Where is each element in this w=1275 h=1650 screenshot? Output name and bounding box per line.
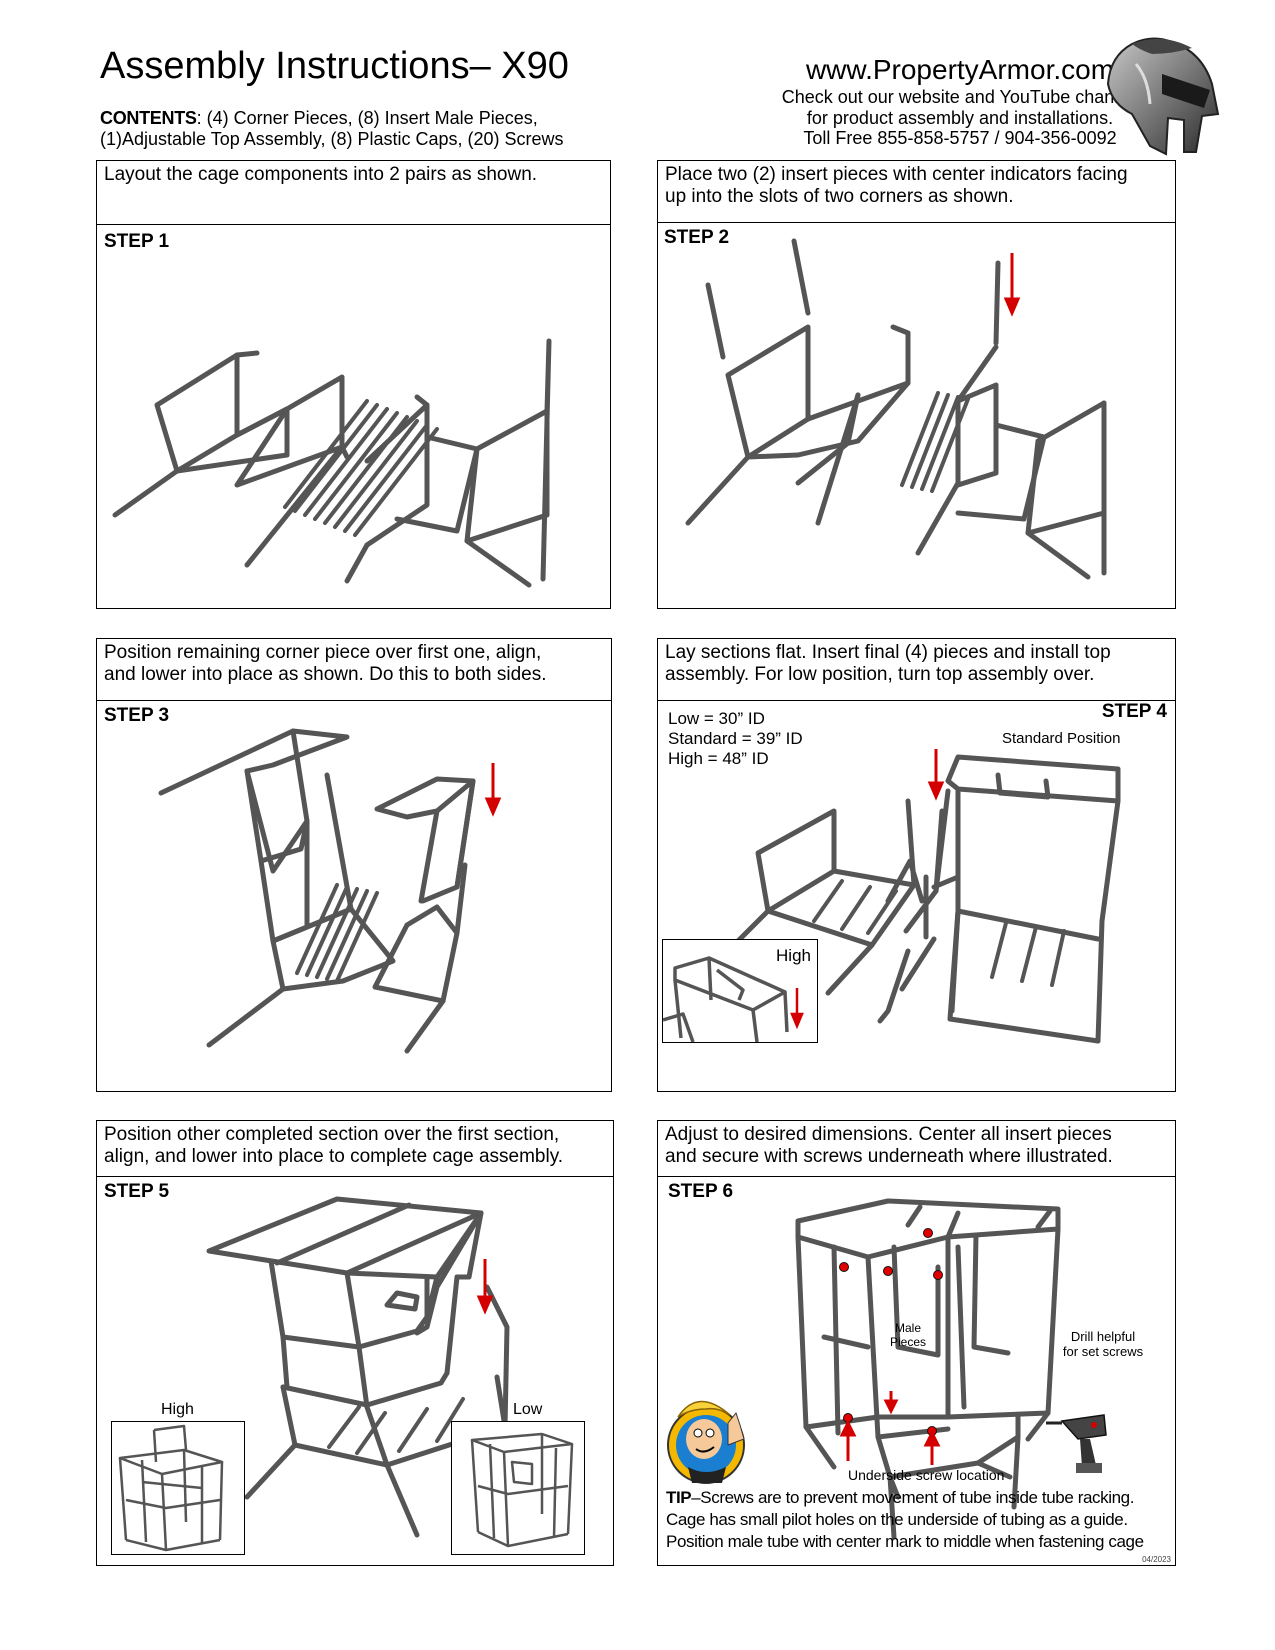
step-5-label: STEP 5 xyxy=(104,1181,170,1202)
step-5-description: Position other completed section over th… xyxy=(97,1121,613,1177)
step-3-line-2: and lower into place as shown. Do this t… xyxy=(104,663,547,685)
tip-text: TIP–Screws are to prevent movement of tu… xyxy=(666,1487,1144,1553)
step-5-line-2: align, and lower into place to complete … xyxy=(104,1145,564,1167)
male-pieces-label: Male Pieces xyxy=(890,1321,926,1349)
step-5-high-label: High xyxy=(161,1401,194,1418)
step-2-panel: Place two (2) insert pieces with center … xyxy=(657,160,1176,609)
helmet-logo-icon xyxy=(1106,37,1220,156)
step-6-description: Adjust to desired dimensions. Center all… xyxy=(658,1121,1175,1177)
contents-line-2: (1)Adjustable Top Assembly, (8) Plastic … xyxy=(100,129,564,149)
step-6-illustration xyxy=(667,1198,1107,1540)
step-5-low-label: Low xyxy=(513,1401,543,1418)
step-6-line-2: and secure with screws underneath where … xyxy=(665,1145,1113,1167)
tip-line-2: Cage has small pilot holes on the unders… xyxy=(666,1510,1128,1529)
step-5-low-inset xyxy=(451,1421,585,1555)
size-options: Low = 30” ID Standard = 39” ID High = 48… xyxy=(668,709,803,769)
mascot-thumbs-up-icon xyxy=(667,1400,745,1484)
high-cage-illustration xyxy=(118,1424,224,1552)
inset-high-label: High xyxy=(776,946,811,965)
standard-position-label: Standard Position xyxy=(1002,730,1121,747)
step-6-line-1: Adjust to desired dimensions. Center all… xyxy=(665,1124,1112,1145)
step-1-label: STEP 1 xyxy=(104,231,170,252)
step-4-high-inset: High xyxy=(662,939,818,1043)
step-5-line-1: Position other completed section over th… xyxy=(104,1124,560,1145)
low-cage-illustration xyxy=(470,1432,574,1548)
male-line-1: Male xyxy=(895,1321,922,1335)
step-4-line-1: Lay sections flat. Insert final (4) piec… xyxy=(665,642,1111,663)
step-2-description: Place two (2) insert pieces with center … xyxy=(658,161,1175,223)
step-5-panel: Position other completed section over th… xyxy=(96,1120,614,1566)
male-line-2: Pieces xyxy=(890,1335,927,1349)
tip-label: TIP xyxy=(666,1488,692,1507)
info-line-1: Check out our website and YouTube channe… xyxy=(781,87,1139,107)
size-low: Low = 30” ID xyxy=(668,709,765,728)
step-1-panel: Layout the cage components into 2 pairs … xyxy=(96,160,611,609)
underside-screw-label: Underside screw location xyxy=(848,1467,1005,1483)
website-link[interactable]: www.PropertyArmor.com xyxy=(805,54,1115,85)
step-3-illustration xyxy=(158,728,502,1054)
info-line-2: for product assembly and installations. xyxy=(806,107,1114,128)
drill-line-2: for set screws xyxy=(1062,1344,1144,1359)
step-2-label: STEP 2 xyxy=(664,227,730,248)
step-6-label: STEP 6 xyxy=(668,1181,734,1202)
high-inset-illustration xyxy=(663,956,804,1042)
step-1-illustration xyxy=(112,338,552,588)
step-2-line-2: up into the slots of two corners as show… xyxy=(665,185,1014,207)
contents-line-1: : (4) Corner Pieces, (8) Insert Male Pie… xyxy=(196,108,538,128)
step-4-panel: Lay sections flat. Insert final (4) piec… xyxy=(657,638,1176,1092)
step-2-line-1: Place two (2) insert pieces with center … xyxy=(665,164,1128,185)
contents-list: CONTENTS: (4) Corner Pieces, (8) Insert … xyxy=(100,108,564,150)
step-4-line-2: assembly. For low position, turn top ass… xyxy=(665,663,1095,685)
contents-label: CONTENTS xyxy=(100,108,197,128)
step-2-illustration xyxy=(685,238,1107,580)
step-3-description: Position remaining corner piece over fir… xyxy=(97,639,611,701)
step-4-illustration xyxy=(715,749,1121,1044)
drill-icon xyxy=(1046,1414,1107,1473)
step-1-description: Layout the cage components into 2 pairs … xyxy=(97,161,610,225)
step-5-high-inset xyxy=(111,1421,245,1555)
contact-info: Check out our website and YouTube channe… xyxy=(700,87,1220,149)
page-title: Assembly Instructions– X90 xyxy=(100,45,569,87)
step-4-description: Lay sections flat. Insert final (4) piec… xyxy=(658,639,1175,701)
step-3-label: STEP 3 xyxy=(104,705,170,726)
drill-line-1: Drill helpful xyxy=(1070,1329,1136,1344)
step-1-line-1: Layout the cage components into 2 pairs … xyxy=(104,164,538,185)
drill-helpful-label: Drill helpful for set screws xyxy=(1038,1329,1168,1359)
tip-line-3: Position male tube with center mark to m… xyxy=(666,1532,1144,1551)
step-4-label: STEP 4 xyxy=(1101,701,1167,722)
revision-date: 04/2023 xyxy=(1142,1555,1171,1564)
tip-line-1: –Screws are to prevent movement of tube … xyxy=(691,1488,1135,1507)
size-high: High = 48” ID xyxy=(668,749,769,768)
step-3-panel: Position remaining corner piece over fir… xyxy=(96,638,612,1092)
step-6-panel: Adjust to desired dimensions. Center all… xyxy=(657,1120,1176,1566)
step-3-line-1: Position remaining corner piece over fir… xyxy=(104,642,542,663)
info-line-3: Toll Free 855-858-5757 / 904-356-0092 xyxy=(803,128,1117,148)
size-standard: Standard = 39” ID xyxy=(668,729,803,748)
